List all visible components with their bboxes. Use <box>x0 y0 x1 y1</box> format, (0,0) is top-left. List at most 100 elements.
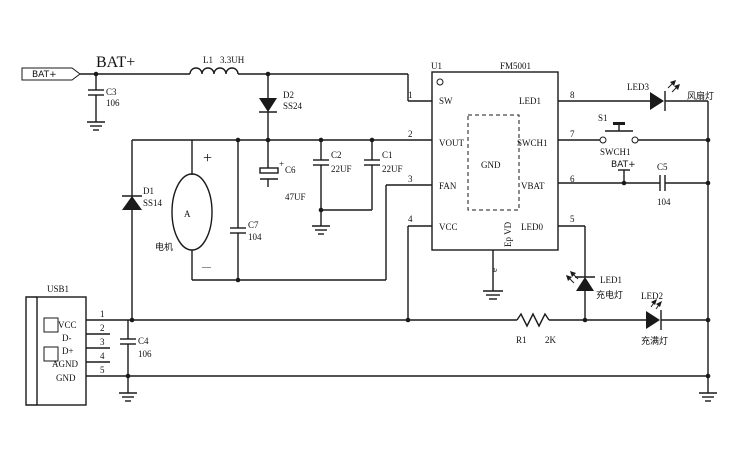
u1-pin-8-name: LED1 <box>519 96 541 106</box>
led1-ref: LED1 <box>600 275 622 285</box>
usb-pin-5-name: GND <box>56 373 76 383</box>
led-led1: LED1 充电灯 <box>566 271 623 301</box>
u1-pin-6-name: VBAT <box>521 181 545 191</box>
motor-label: 电机 <box>155 241 173 253</box>
bat-rail-label: BAT+ <box>96 54 135 71</box>
c1-ref: C1 <box>382 150 393 160</box>
switch-s1: S1 SWCH1 <box>598 113 639 157</box>
r1-ref: R1 <box>516 335 527 345</box>
diode-d1: D1 SS14 <box>122 140 163 320</box>
junction-dot <box>705 137 711 143</box>
ground-symbol <box>699 376 717 402</box>
inductor-l1: L1 3.3UH <box>189 55 245 75</box>
u1-pin-4-name: VCC <box>439 222 458 232</box>
junction-dot <box>705 317 711 323</box>
usb-pin-1-num: 1 <box>100 309 105 319</box>
led3-ref: LED3 <box>627 82 649 92</box>
l1-value: 3.3UH <box>220 55 245 65</box>
led-led3: LED3 风扇灯 <box>627 80 714 111</box>
u1-pin-1-num: 1 <box>408 90 413 100</box>
c6-plus: + <box>279 159 284 169</box>
junction-dot <box>705 180 711 186</box>
motor-plus: + <box>203 150 212 167</box>
ground-symbol <box>312 210 330 235</box>
c1-value: 22UF <box>382 164 403 174</box>
usb-pin-2-name: D- <box>62 333 72 343</box>
c7-ref: C7 <box>248 220 259 230</box>
junction-dot <box>582 317 588 323</box>
capacitor-c5: C5 104 <box>657 162 671 207</box>
u1-epad-label: Ep VD <box>503 221 513 247</box>
led2-label: 充满灯 <box>641 335 668 347</box>
d1-ref: D1 <box>143 186 154 196</box>
bat-port-label: BAT+ <box>32 70 57 80</box>
usb-ref: USB1 <box>47 284 69 294</box>
u1-ref: U1 <box>431 61 442 71</box>
c3-value: 106 <box>106 98 120 108</box>
c5-ref: C5 <box>657 162 668 172</box>
u1-pin-7-num: 7 <box>570 129 575 139</box>
c3-ref: C3 <box>106 87 117 97</box>
u1-pin-5-name: LED0 <box>521 222 543 232</box>
l1-ref: L1 <box>203 55 213 65</box>
c4-ref: C4 <box>138 336 149 346</box>
c6-value: 47UF <box>285 192 306 202</box>
motor-minus: — <box>201 262 212 272</box>
c4-value: 106 <box>138 349 152 359</box>
u1-gnd-label: GND <box>481 160 501 170</box>
d1-value: SS14 <box>143 198 163 208</box>
c2-value: 22UF <box>331 164 352 174</box>
capacitor-c3: C3 106 <box>87 74 120 131</box>
u1-pin-5-num: 5 <box>570 214 575 224</box>
led3-label: 风扇灯 <box>687 90 714 102</box>
motor-letter: A <box>184 209 191 219</box>
diode-d2: D2 SS24 <box>259 74 303 140</box>
u1-pin-4-num: 4 <box>408 214 413 224</box>
usb-pin-5-num: 5 <box>100 365 105 375</box>
bat-input-port: BAT+ <box>21 67 81 81</box>
capacitor-c1: C1 22UF <box>364 140 403 210</box>
u1-pin-2-num: 2 <box>408 129 413 139</box>
capacitor-c2: C2 22UF <box>313 140 352 210</box>
led2-ref: LED2 <box>641 291 663 301</box>
usb-pin-3-name: D+ <box>62 346 74 356</box>
led1-label: 充电灯 <box>596 289 623 301</box>
u1-pin-1-name: SW <box>439 96 453 106</box>
capacitor-c4: C4 106 <box>120 320 152 376</box>
ic-u1: U1 FM5001 GND Ep VD e 1 SW 2 VOUT 3 FAN … <box>408 61 575 300</box>
d2-value: SS24 <box>283 101 303 111</box>
s1-value: SWCH1 <box>600 147 631 157</box>
c6-ref: C6 <box>285 165 296 175</box>
s1-ref: S1 <box>598 113 608 123</box>
usb-pin-2-num: 2 <box>100 323 105 333</box>
usb-pin-4-num: 4 <box>100 351 105 361</box>
c2-ref: C2 <box>331 150 342 160</box>
r1-value: 2K <box>545 335 557 345</box>
u1-part: FM5001 <box>500 61 531 71</box>
junction-dot <box>405 317 411 323</box>
d2-ref: D2 <box>283 90 294 100</box>
junction-dot <box>129 317 135 323</box>
usb-connector: USB1 VCC D- D+ AGND GND 1 2 3 4 5 <box>25 284 110 406</box>
u1-pin-8-num: 8 <box>570 90 575 100</box>
u1-pin-6-num: 6 <box>570 174 575 184</box>
u1-pin-7-name: SWCH1 <box>517 138 548 148</box>
u1-pin-2-name: VOUT <box>439 138 464 148</box>
u1-pin-3-name: FAN <box>439 181 457 191</box>
junction-dot <box>235 277 241 283</box>
motor-symbol: A + — 电机 <box>155 140 213 280</box>
led-led2: LED2 充满灯 <box>641 291 668 347</box>
usb-pin-3-num: 3 <box>100 337 105 347</box>
vbat-net-label: BAT+ <box>611 160 636 170</box>
capacitor-c7: C7 104 <box>230 140 262 280</box>
resistor-r1: R1 2K <box>516 312 557 345</box>
ground-symbol <box>119 376 137 402</box>
usb-pin-1-name: VCC <box>58 320 77 330</box>
usb-pin-4-name: AGND <box>52 359 78 369</box>
capacitor-c6: + C6 47UF <box>259 140 306 202</box>
u1-pin-3-num: 3 <box>408 174 413 184</box>
u1-bottom-pin: e <box>489 268 499 272</box>
c7-value: 104 <box>248 232 262 242</box>
c5-value: 104 <box>657 197 671 207</box>
